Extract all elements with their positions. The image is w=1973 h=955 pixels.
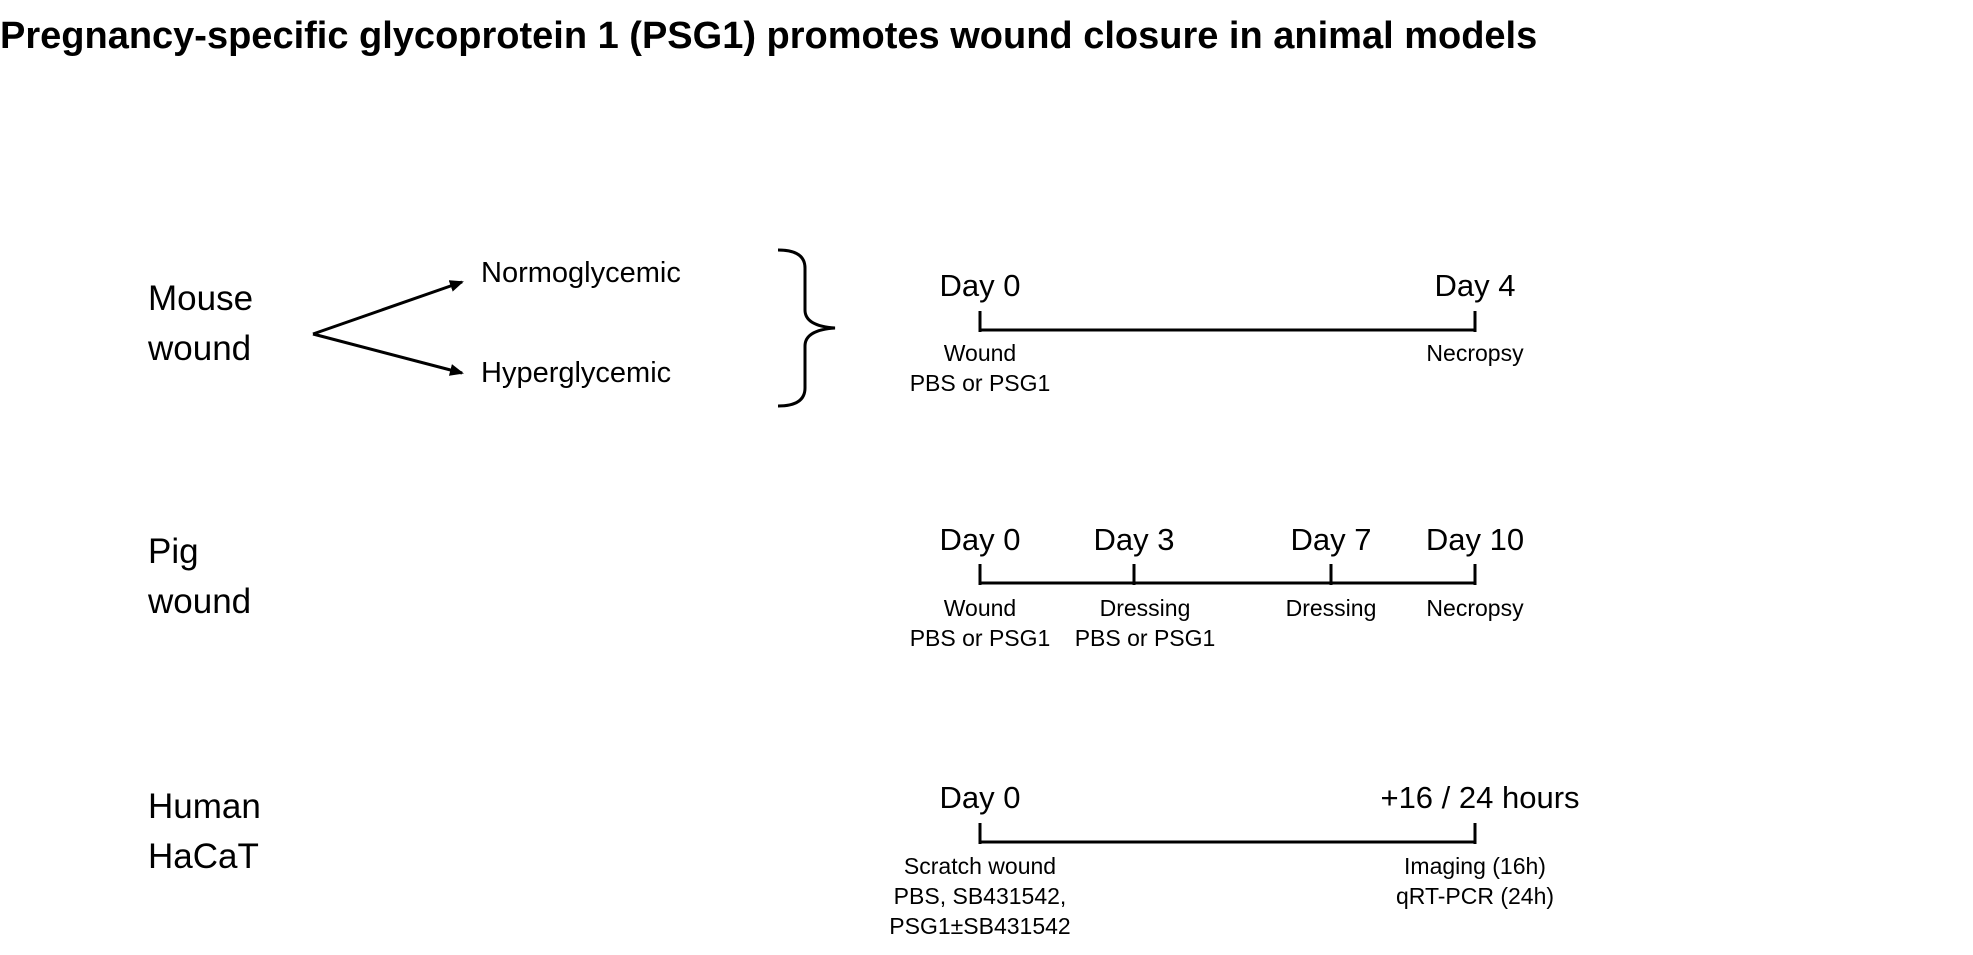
human-endpoint-event-2: qRT-PCR (24h) <box>1395 883 1555 909</box>
pig-day3-events: Dressing PBS or PSG1 <box>1075 593 1216 653</box>
mouse-day0-event-1: Wound <box>943 340 1017 366</box>
pig-day3-event-2: PBS or PSG1 <box>1074 625 1216 651</box>
human-timeline <box>978 823 1477 844</box>
human-day0-event-1: Scratch wound <box>903 853 1057 879</box>
pig-day0-label: Day 0 <box>939 522 1021 557</box>
pig-day7-event-1: Dressing <box>1285 595 1377 621</box>
human-day0-event-2: PBS, SB431542, <box>893 883 1067 909</box>
pig-day3-label: Day 3 <box>1093 522 1175 557</box>
mouse-day4-event-1: Necropsy <box>1426 340 1524 366</box>
pig-day7-events: Dressing <box>1286 593 1377 623</box>
pig-day10-label: Day 10 <box>1425 522 1525 557</box>
pig-label-line2: wound <box>148 582 252 621</box>
human-endpoint-event-1: Imaging (16h) <box>1404 853 1546 879</box>
pig-day10-events: Necropsy <box>1426 593 1523 623</box>
pig-day10-event-1: Necropsy <box>1426 595 1524 621</box>
mouse-label-line1: Mouse <box>148 279 254 318</box>
pig-day0-event-2: PBS or PSG1 <box>909 625 1051 651</box>
mouse-day4-events: Necropsy <box>1426 338 1523 368</box>
pig-model-label: Pig wound <box>148 527 251 627</box>
mouse-label-line2: wound <box>148 329 252 368</box>
figure-title: Pregnancy-specific glycoprotein 1 (PSG1)… <box>0 15 1538 57</box>
pig-day0-event-1: Wound <box>943 595 1017 621</box>
pig-day3-event-1: Dressing <box>1099 595 1191 621</box>
human-day0-events: Scratch wound PBS, SB431542, PSG1±SB4315… <box>889 851 1070 941</box>
mouse-day0-label: Day 0 <box>939 268 1021 303</box>
group-normoglycemic: Normoglycemic <box>481 257 681 289</box>
grouping-brace <box>777 248 836 408</box>
mouse-day4-label: Day 4 <box>1434 268 1516 303</box>
mouse-timeline <box>978 311 1477 332</box>
group-hyperglycemic: Hyperglycemic <box>481 357 672 389</box>
human-endpoint-label: +16 / 24 hours <box>1380 780 1580 815</box>
pig-label-line1: Pig <box>148 532 199 571</box>
arrow-to-hyperglycemic <box>312 332 464 376</box>
mouse-model-label: Mouse wound <box>148 274 253 374</box>
pig-day7-label: Day 7 <box>1290 522 1372 557</box>
pig-timeline <box>978 564 1477 585</box>
human-endpoint-events: Imaging (16h) qRT-PCR (24h) <box>1396 851 1554 911</box>
human-day0-label: Day 0 <box>939 780 1021 815</box>
mouse-day0-events: Wound PBS or PSG1 <box>910 338 1051 398</box>
arrow-to-normoglycemic <box>312 280 464 336</box>
human-label-line2: HaCaT <box>148 837 259 876</box>
pig-day0-events: Wound PBS or PSG1 <box>910 593 1051 653</box>
mouse-day0-event-2: PBS or PSG1 <box>909 370 1051 396</box>
human-model-label: Human HaCaT <box>148 782 261 882</box>
human-label-line1: Human <box>148 787 261 826</box>
human-day0-event-3: PSG1±SB431542 <box>889 913 1071 939</box>
